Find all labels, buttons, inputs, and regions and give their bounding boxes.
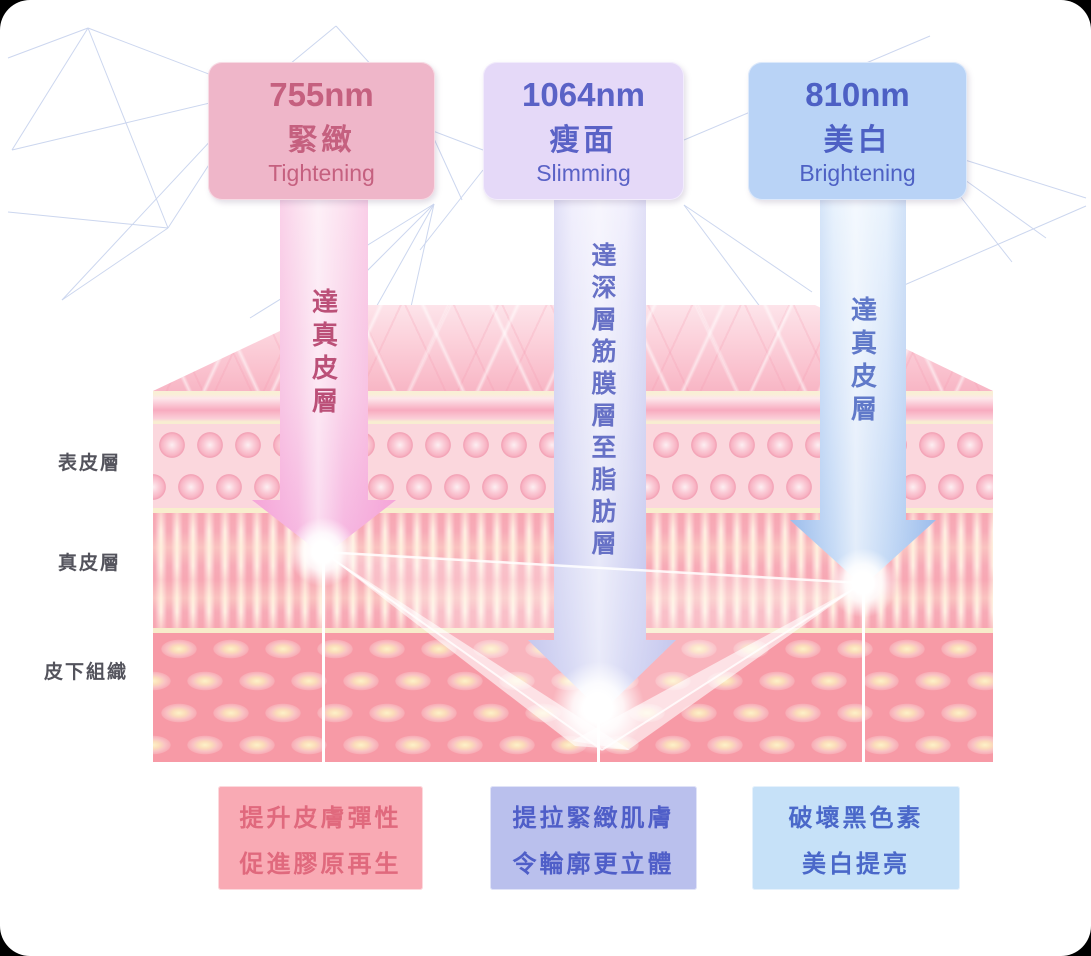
wavelength-box-810nm: 810nm 美白 Brightening <box>748 62 967 200</box>
treatment-name-en: Brightening <box>799 159 916 186</box>
wavelength-value: 810nm <box>805 75 910 113</box>
arrow-depth-text-755nm: 達真皮層 <box>308 288 339 420</box>
connector-line-1064nm <box>597 708 600 786</box>
treatment-name-en: Slimming <box>536 159 631 186</box>
result-box-810nm: 破壞黑色素 美白提亮 <box>752 786 960 890</box>
wavelength-value: 1064nm <box>522 75 645 113</box>
layer-label-subcutaneous: 皮下組織 <box>44 662 129 683</box>
wavelength-box-1064nm: 1064nm 瘦面 Slimming <box>483 62 684 200</box>
wavelength-value: 755nm <box>269 75 374 113</box>
result-line: 提拉緊緻肌膚 <box>512 804 675 832</box>
result-line: 提升皮膚彈性 <box>239 804 402 832</box>
connector-line-755nm <box>322 552 325 786</box>
treatment-name-zh: 瘦面 <box>549 123 618 157</box>
arrow-depth-text-810nm: 達真皮層 <box>847 296 878 428</box>
result-box-755nm: 提升皮膚彈性 促進膠原再生 <box>218 786 423 890</box>
layer-label-epidermis: 表皮層 <box>58 453 122 474</box>
connector-line-810nm <box>862 583 865 786</box>
wavelength-box-755nm: 755nm 緊緻 Tightening <box>208 62 435 200</box>
result-line: 促進膠原再生 <box>239 850 402 878</box>
result-line: 美白提亮 <box>802 850 910 878</box>
treatment-name-zh: 美白 <box>823 123 892 157</box>
treatment-name-en: Tightening <box>268 159 375 186</box>
treatment-name-zh: 緊緻 <box>287 123 356 157</box>
arrow-depth-text-1064nm: 達深層筋膜層至脂肪層 <box>588 242 616 562</box>
result-box-1064nm: 提拉緊緻肌膚 令輪廓更立體 <box>490 786 697 890</box>
result-line: 令輪廓更立體 <box>512 850 675 878</box>
result-line: 破壞黑色素 <box>788 804 924 832</box>
layer-label-dermis: 真皮層 <box>58 553 122 574</box>
